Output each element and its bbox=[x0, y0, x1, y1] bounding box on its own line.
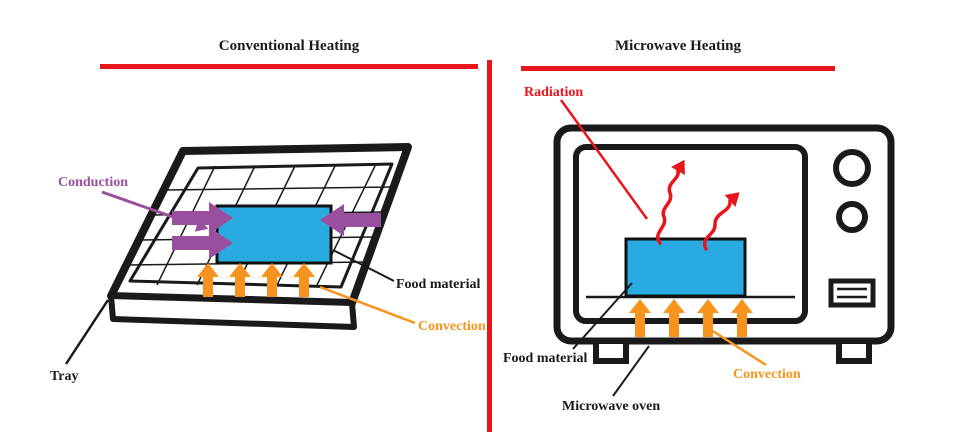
microwave-oven-label: Microwave oven bbox=[562, 399, 660, 414]
center-divider-line bbox=[487, 60, 492, 432]
convection-arrow bbox=[731, 299, 753, 337]
vent-panel bbox=[828, 278, 876, 308]
tray-drawing bbox=[107, 143, 412, 330]
foot-right bbox=[836, 338, 872, 364]
radiation-waves bbox=[656, 159, 740, 251]
convection-arrow bbox=[197, 263, 219, 297]
conduction-label: Conduction bbox=[58, 175, 128, 190]
convection-label-left: Convection bbox=[418, 319, 486, 334]
tray-pointer bbox=[64, 299, 110, 365]
knob-small bbox=[836, 201, 868, 233]
food-material-pointer-right bbox=[572, 282, 633, 350]
convection-arrow bbox=[293, 263, 315, 297]
convection-pointer-right bbox=[707, 326, 767, 367]
food-material-label-right: Food material bbox=[503, 351, 587, 366]
microwave-oven-drawing bbox=[553, 124, 895, 364]
microwave-oven-pointer bbox=[612, 345, 650, 397]
convection-arrow bbox=[261, 263, 283, 297]
food-rect-conventional bbox=[215, 204, 333, 265]
tray-label: Tray bbox=[50, 369, 79, 384]
radiation-pointer bbox=[559, 99, 649, 220]
convection-pointer-left bbox=[319, 285, 416, 325]
conduction-arrow-right bbox=[320, 204, 381, 236]
convection-arrow bbox=[629, 299, 651, 337]
microwave-door bbox=[573, 144, 808, 324]
tray-inner-rim bbox=[128, 162, 394, 289]
conduction-arrow-left-bottom bbox=[172, 227, 233, 259]
convection-arrow bbox=[663, 299, 685, 337]
microwave-body bbox=[553, 124, 895, 345]
convection-arrow bbox=[229, 263, 251, 297]
convection-arrows-microwave bbox=[629, 299, 753, 337]
left-title-underline bbox=[100, 64, 478, 69]
food-material-pointer-left bbox=[332, 249, 395, 282]
food-rect-microwave bbox=[624, 237, 747, 298]
left-panel-title: Conventional Heating bbox=[219, 38, 360, 54]
food-material-label-left: Food material bbox=[396, 277, 480, 292]
knob-large bbox=[833, 149, 871, 187]
foot-left bbox=[593, 338, 629, 364]
convection-arrows-conventional bbox=[197, 263, 315, 297]
tray-front-lip bbox=[108, 293, 357, 330]
right-panel-title: Microwave Heating bbox=[615, 38, 741, 54]
convection-label-right: Convection bbox=[733, 367, 801, 382]
convection-arrow bbox=[697, 299, 719, 337]
radiation-wave-1 bbox=[656, 159, 685, 245]
conduction-pointer-arrow bbox=[101, 190, 209, 232]
conduction-arrow-left-top bbox=[172, 202, 233, 234]
right-title-underline bbox=[521, 66, 835, 71]
radiation-wave-2 bbox=[702, 192, 740, 251]
radiation-label: Radiation bbox=[524, 85, 583, 100]
grid-line bbox=[163, 186, 395, 191]
